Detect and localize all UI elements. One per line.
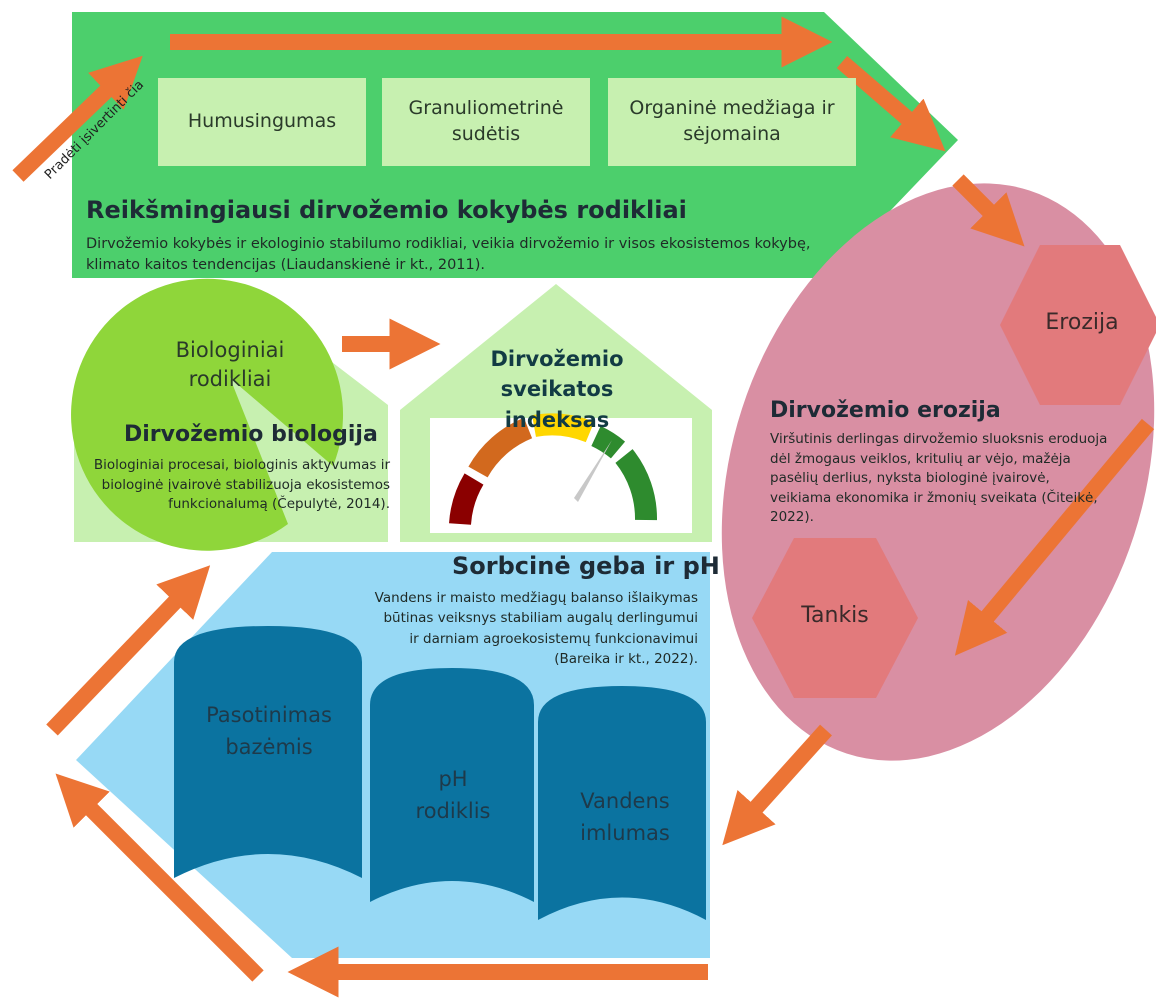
top-section-description: Dirvožemio kokybės ir ekologinio stabilu…: [86, 236, 811, 274]
arrow-start: [12, 55, 143, 182]
card-granuliometrine-label: Granuliometrinė sudėtis: [408, 97, 564, 145]
hexagon-erosion: [1000, 245, 1156, 405]
biology-pacman: [71, 278, 344, 551]
arrow-bottom-left: [55, 773, 264, 982]
cylinder-ph: [370, 668, 534, 902]
cylinder-vandens-label: Vandens imlumas: [580, 789, 670, 845]
erosion-title: Dirvožemio erozija: [770, 398, 1001, 423]
card-granuliometrine[interactable]: Granuliometrinė sudėtis: [382, 78, 590, 166]
arrow-top-down: [836, 55, 946, 152]
card-organine[interactable]: Organinė medžiaga ir sėjomaina: [608, 78, 856, 166]
hexagon-tankis: [752, 538, 918, 698]
card-organine-label: Organinė medžiaga ir sėjomaina: [629, 97, 835, 145]
arrow-down-left: [722, 724, 832, 846]
card-humusingumas[interactable]: Humusingumas: [158, 78, 366, 166]
sorption-title: Sorbcinė geba ir pH: [452, 552, 720, 580]
biology-title: Dirvožemio biologija: [124, 422, 378, 447]
card-humusingumas-label: Humusingumas: [187, 110, 337, 133]
biology-description: Biologiniai procesai, biologinis aktyvum…: [93, 457, 390, 513]
arrow-erosion-down: [954, 418, 1155, 656]
cylinder-pasotinimas: [174, 626, 362, 878]
health-index-title: Dirvožemio sveikatos indeksas: [490, 347, 624, 432]
arrow-to-erosion: [952, 174, 1025, 247]
biology-label: Biologiniai rodikliai: [175, 338, 285, 392]
sorption-description: Vandens ir maisto medžiagų balanso išlai…: [374, 590, 698, 667]
top-section-title: Reikšmingiausi dirvožemio kokybės rodikl…: [86, 196, 687, 224]
hexagon-erosion-label: Erozija: [1045, 310, 1119, 335]
hexagon-tankis-label: Tankis: [801, 603, 869, 628]
arrow-left-up: [46, 565, 211, 736]
cylinder-ph-label: pH rodiklis: [415, 767, 491, 823]
cylinder-vandens: [538, 686, 706, 920]
erosion-description: Viršutinis derlingas dirvožemio sluoksni…: [770, 431, 1108, 526]
cylinder-pasotinimas-label: Pasotinimas bazėmis: [206, 703, 332, 759]
health-gauge: [449, 413, 657, 526]
